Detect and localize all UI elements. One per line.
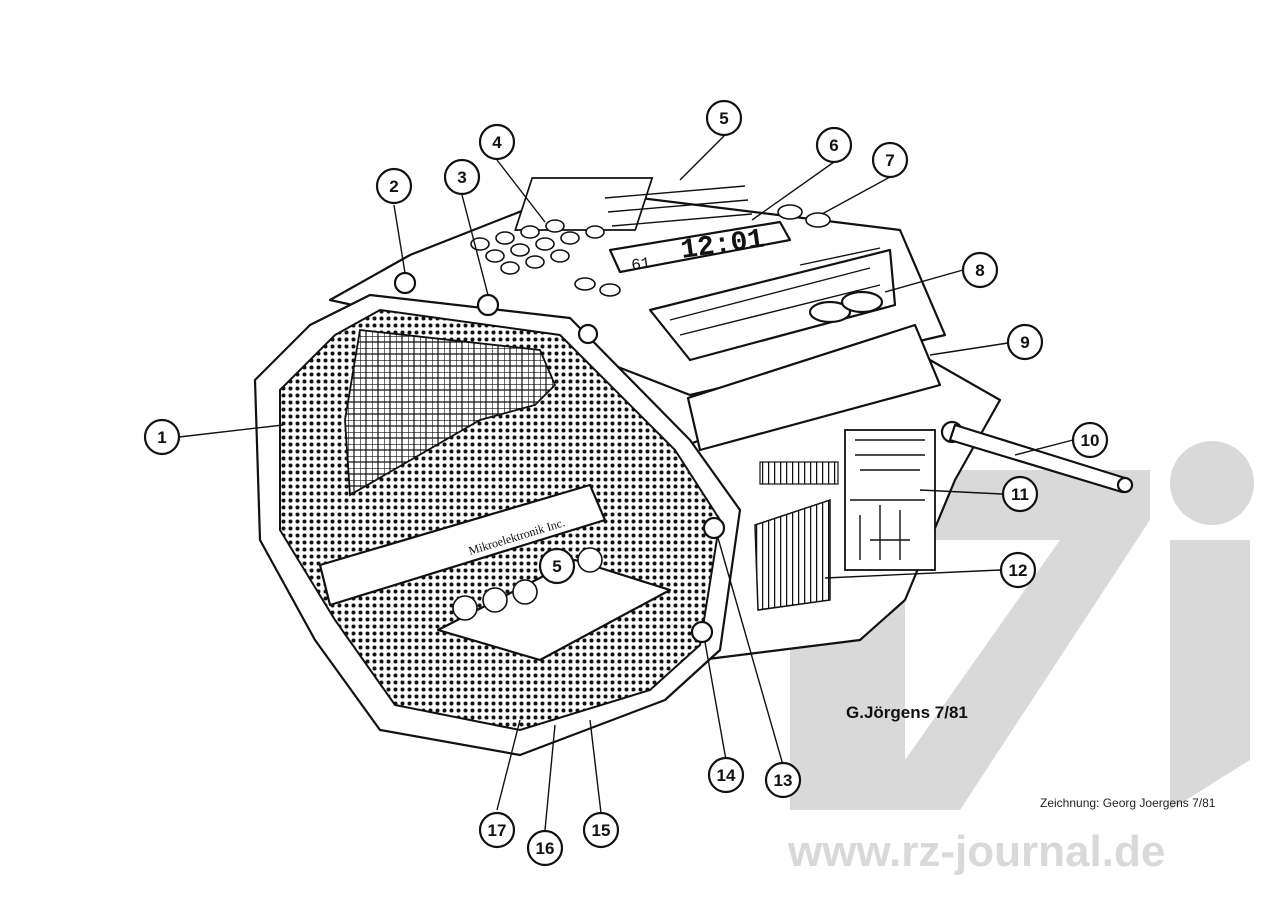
callout-circle xyxy=(526,829,564,867)
callout-c8: 8 xyxy=(961,251,999,289)
callout-circle xyxy=(443,158,481,196)
button-cluster xyxy=(470,204,831,297)
callout-circle xyxy=(764,761,802,799)
callout-circle xyxy=(478,123,516,161)
callout-number: 7 xyxy=(885,151,894,170)
callout-c11: 11 xyxy=(1001,475,1039,513)
callout-circle xyxy=(961,251,999,289)
callout-number: 9 xyxy=(1020,333,1029,352)
callout-circle xyxy=(1001,475,1039,513)
callout-c9: 9 xyxy=(1006,323,1044,361)
antenna-rod xyxy=(948,423,1134,494)
callout-c6: 6 xyxy=(815,126,853,164)
callout-circle xyxy=(375,167,413,205)
watermark-url: www.rz-journal.de xyxy=(787,827,1165,876)
callout-c14: 14 xyxy=(707,756,745,794)
callout-circle xyxy=(871,141,909,179)
knob-2 xyxy=(393,271,417,295)
callout-number: 15 xyxy=(592,821,611,840)
knob-3 xyxy=(476,293,500,317)
callout-circle xyxy=(705,99,743,137)
callout-c15: 15 xyxy=(582,811,620,849)
callout-number: 17 xyxy=(488,821,507,840)
display-left-digits: 61 xyxy=(630,254,652,274)
roller-bar xyxy=(318,483,607,607)
callout-c1: 1 xyxy=(143,418,181,456)
keypad-grid xyxy=(514,177,654,231)
callout-number: 11 xyxy=(1011,485,1029,504)
callout-circle xyxy=(143,418,181,456)
callout-c2: 2 xyxy=(375,167,413,205)
callout-c3: 3 xyxy=(443,158,481,196)
callout-number: 2 xyxy=(389,177,398,196)
vent-grille xyxy=(754,498,831,611)
screen-grid xyxy=(344,329,557,497)
callout-circle xyxy=(707,756,745,794)
drawing-credit: Zeichnung: Georg Joergens 7/81 xyxy=(1040,796,1216,810)
lcd-display xyxy=(608,220,792,274)
knob-13 xyxy=(702,516,726,540)
callout-number: 1 xyxy=(157,428,166,447)
callout-c16: 16 xyxy=(526,829,564,867)
device-body: 12:01 61 Mikroelektronik Inc. xyxy=(253,177,1134,757)
callout-c13: 13 xyxy=(764,761,802,799)
callout-c4: 4 xyxy=(478,123,516,161)
callout-number: 5 xyxy=(719,109,728,128)
callout-circle xyxy=(815,126,853,164)
artist-signature: G.Jörgens 7/81 xyxy=(846,703,968,722)
callout-number: 12 xyxy=(1009,561,1028,580)
callout-c17: 17 xyxy=(478,811,516,849)
callout-circle xyxy=(478,811,516,849)
callout-number: 5 xyxy=(552,557,561,576)
callout-number: 10 xyxy=(1081,431,1100,450)
callout-number: 13 xyxy=(774,771,793,790)
leader-lines xyxy=(178,135,1074,831)
callout-circle xyxy=(1071,421,1109,459)
callout-c10: 10 xyxy=(1071,421,1109,459)
callout-number: 16 xyxy=(536,839,555,858)
callout-number: 6 xyxy=(829,136,838,155)
callout-circle xyxy=(1006,323,1044,361)
callout-circle xyxy=(999,551,1037,589)
callout-c5b: 5 xyxy=(538,547,576,585)
callout-number: 3 xyxy=(457,168,466,187)
knob-14 xyxy=(690,620,714,644)
callout-circle xyxy=(538,547,576,585)
callout-number: 4 xyxy=(492,133,502,152)
callout-c12: 12 xyxy=(999,551,1037,589)
callout-c5: 5 xyxy=(705,99,743,137)
callout-circle xyxy=(582,811,620,849)
slot-cover xyxy=(686,323,942,452)
callout-number: 14 xyxy=(717,766,736,785)
callout-number: 8 xyxy=(975,261,984,280)
callout-c7: 7 xyxy=(871,141,909,179)
